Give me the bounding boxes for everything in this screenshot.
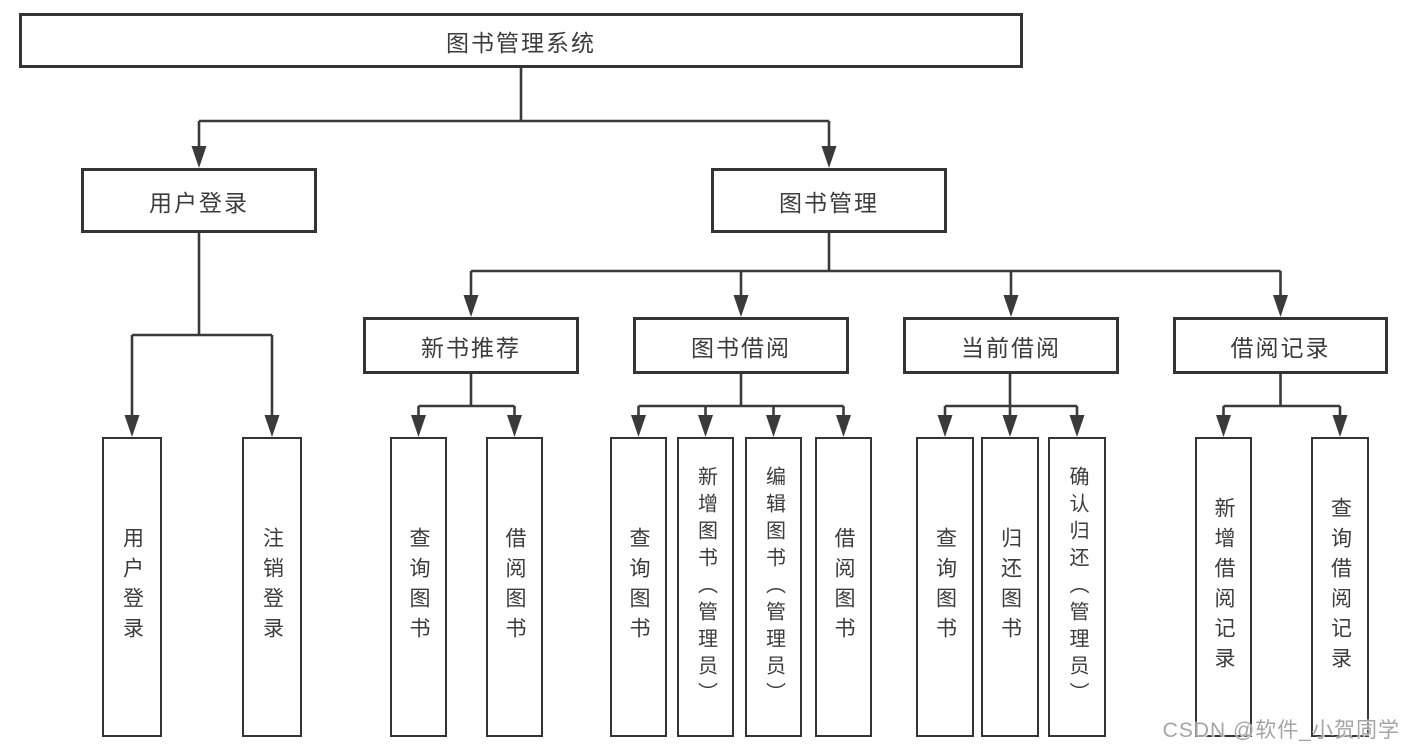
node-book-management: 图书管理 [711,168,947,233]
node-book-borrowing: 图书借阅 [633,317,849,374]
leaf-edit-book-admin: 编辑图书（管理员） [745,437,802,737]
leaf-logout: 注销登录 [242,437,302,737]
node-label: 查询借阅记录 [1328,497,1352,677]
node-label: 借阅图书 [832,527,855,647]
node-label: 图书管理系统 [446,29,596,56]
node-label: 用户登录 [120,527,144,647]
leaf-query-books-recommend: 查询图书 [390,437,447,737]
leaf-add-borrow-record: 新增借阅记录 [1195,437,1252,737]
csdn-watermark: CSDN @软件_小贺同学 [1162,719,1400,742]
node-label: 编辑图书（管理员） [762,465,785,709]
node-label: 借阅记录 [1230,334,1331,361]
node-label: 注销登录 [260,527,284,647]
leaf-add-book-admin: 新增图书（管理员） [677,437,734,737]
node-borrowing-records: 借阅记录 [1173,317,1388,374]
node-label: 新增图书（管理员） [694,465,717,709]
node-label: 查询图书 [627,527,650,647]
node-label: 归还图书 [998,527,1022,647]
leaf-query-borrow-record: 查询借阅记录 [1311,437,1369,737]
node-label: 图书管理 [779,189,879,216]
node-label: 新书推荐 [421,334,521,361]
leaf-confirm-return-admin: 确认归还（管理员） [1048,437,1106,737]
leaf-borrow-books-recommend: 借阅图书 [486,437,543,737]
node-user-login: 用户登录 [81,168,317,233]
node-label: 确认归还（管理员） [1066,465,1088,709]
node-library-management-system: 图书管理系统 [19,13,1023,68]
node-current-borrowing: 当前借阅 [903,317,1119,374]
leaf-return-books: 归还图书 [981,437,1039,737]
node-label: 查询图书 [407,527,430,647]
node-label: 新增借阅记录 [1212,497,1235,677]
leaf-user-login: 用户登录 [102,437,162,737]
node-label: 用户登录 [149,189,249,216]
leaf-query-books-borrowing: 查询图书 [610,437,667,737]
node-new-book-recommendation: 新书推荐 [363,317,579,374]
node-label: 借阅图书 [503,527,526,647]
node-label: 当前借阅 [961,334,1061,361]
leaf-query-books-current: 查询图书 [916,437,974,737]
node-label: 查询图书 [933,527,957,647]
node-label: 图书借阅 [691,334,791,361]
leaf-borrow-books-borrowing: 借阅图书 [815,437,872,737]
